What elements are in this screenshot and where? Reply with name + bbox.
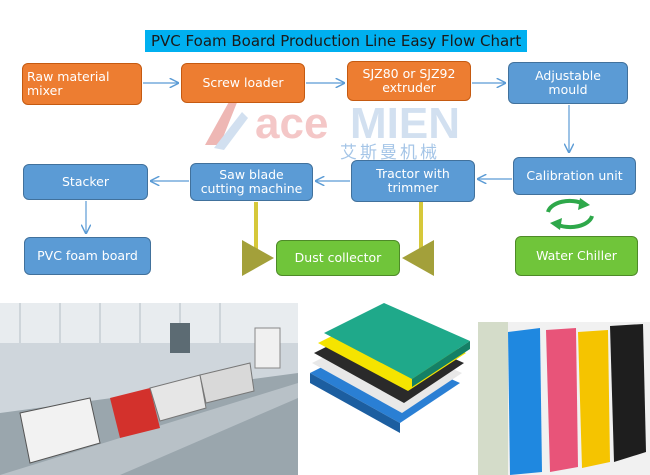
node-extruder: SJZ80 or SJZ92 extruder: [347, 61, 471, 101]
node-label: Dust collector: [294, 250, 382, 265]
recycle-icon: [546, 198, 594, 230]
node-raw-material-mixer: Raw material mixer: [22, 63, 142, 105]
node-label: Adjustable mould: [535, 68, 601, 97]
node-tractor-trimmer: Tractor with trimmer: [351, 160, 475, 202]
node-calibration-unit: Calibration unit: [513, 157, 636, 195]
flow-arrows: [0, 0, 594, 276]
node-label: Stacker: [62, 174, 109, 189]
node-pvc-foam-board: PVC foam board: [24, 237, 151, 275]
dust-flow-lines: [242, 202, 434, 276]
node-label: Tractor with trimmer: [376, 166, 450, 195]
node-stacker: Stacker: [23, 164, 148, 200]
node-adjustable-mould: Adjustable mould: [508, 62, 628, 104]
node-saw-blade-cutting: Saw blade cutting machine: [190, 163, 313, 201]
node-label: Water Chiller: [536, 248, 617, 263]
node-label: Calibration unit: [526, 168, 623, 183]
acemien-logo: ace MIEN: [205, 99, 460, 150]
arrow-saw-to-dust: [242, 202, 274, 276]
node-label: SJZ80 or SJZ92 extruder: [362, 66, 456, 95]
watermark-chinese: 艾斯曼机械: [340, 143, 440, 163]
arrow-tractor-to-dust: [402, 202, 434, 276]
watermark-brand-text: ace: [255, 99, 328, 148]
node-water-chiller: Water Chiller: [515, 236, 638, 276]
node-label: Raw material mixer: [27, 69, 110, 98]
node-dust-collector: Dust collector: [276, 240, 400, 276]
node-label: Saw blade cutting machine: [200, 167, 303, 196]
node-screw-loader: Screw loader: [181, 63, 305, 103]
production-line-photo: [0, 303, 298, 475]
svg-text:MIEN: MIEN: [350, 99, 460, 148]
node-label: Screw loader: [202, 75, 284, 90]
node-label: PVC foam board: [37, 248, 138, 263]
colored-boards-stack-photo: [300, 303, 480, 475]
vertical-boards-photo: [478, 322, 650, 475]
chart-title: PVC Foam Board Production Line Easy Flow…: [145, 30, 528, 52]
